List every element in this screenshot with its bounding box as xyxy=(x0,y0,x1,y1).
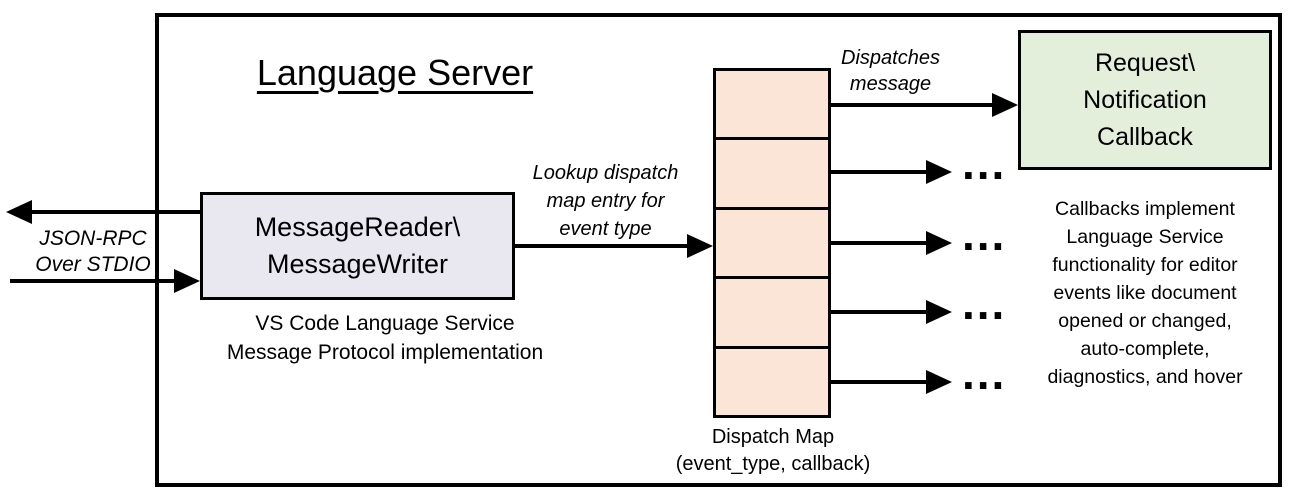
dispatch-map-cell xyxy=(716,279,828,349)
ellipsis-4: ... xyxy=(962,277,1007,329)
dispatches-message-label: Dispatches message xyxy=(841,47,940,95)
dispatch-map-cell xyxy=(716,210,828,280)
dispatch-map xyxy=(713,68,831,418)
request-notification-callback-box: Request\ Notification Callback xyxy=(1018,30,1272,170)
dispatch-map-cell xyxy=(716,140,828,210)
diagram-title: Language Server xyxy=(256,52,534,93)
language-server-container-box xyxy=(155,13,1282,487)
ellipsis-3: ... xyxy=(962,208,1007,260)
reader-box-caption: VS Code Language Service Message Protoco… xyxy=(226,312,544,364)
message-reader-writer-box: MessageReader\ MessageWriter xyxy=(200,192,515,300)
callbacks-caption: Callbacks implement Language Service fun… xyxy=(1047,198,1243,388)
dispatch-map-caption: Dispatch Map (event_type, callback) xyxy=(675,426,871,475)
dispatch-map-cell xyxy=(716,349,828,415)
ellipsis-2: ... xyxy=(962,137,1007,189)
ellipsis-5: ... xyxy=(962,347,1007,399)
json-rpc-stdio-label: JSON-RPC Over STDIO xyxy=(35,227,151,276)
dispatch-map-cell xyxy=(716,71,828,141)
lookup-dispatch-label: Lookup dispatch map entry for event type xyxy=(532,162,679,240)
